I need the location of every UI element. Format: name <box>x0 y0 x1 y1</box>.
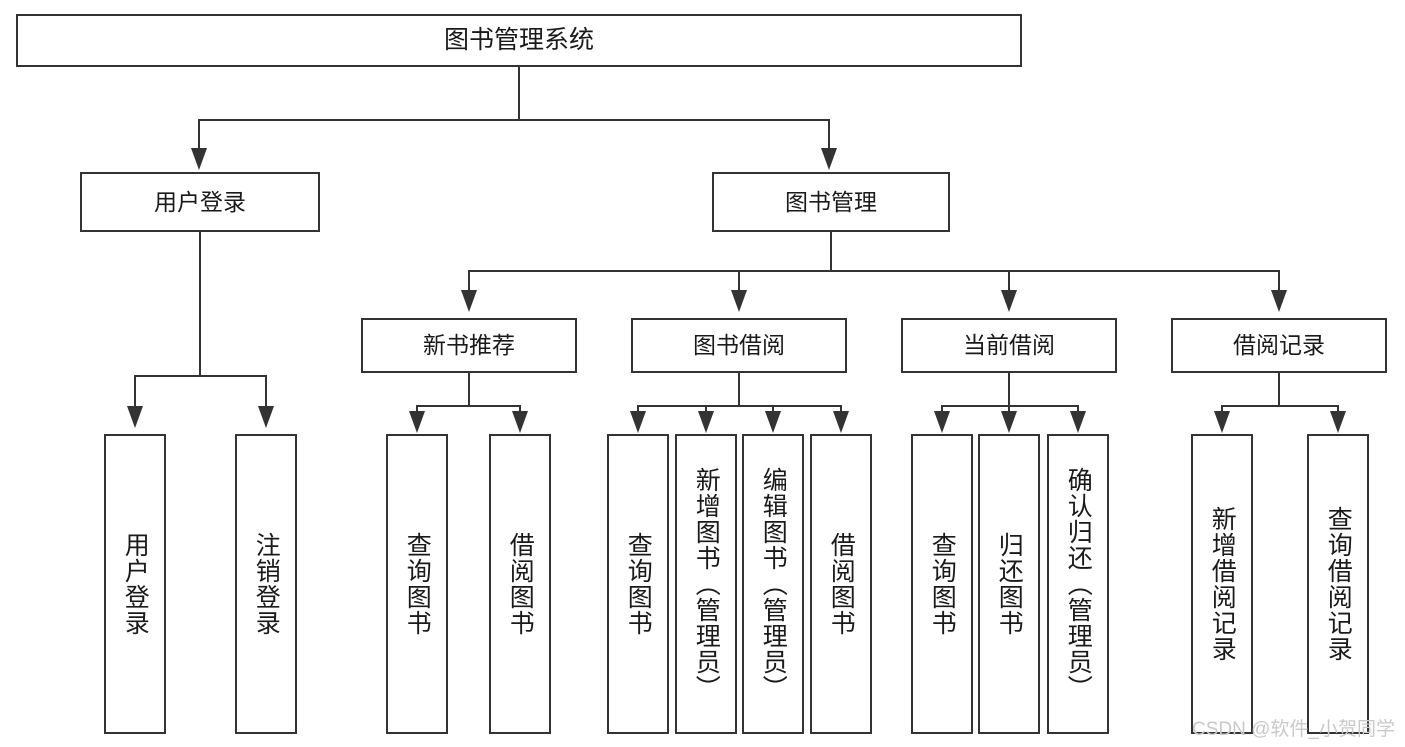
node-book-management[interactable]: 图书管理 <box>712 172 950 232</box>
edge-current-borrow-rail <box>941 405 1079 407</box>
leaf-borrow-records-query[interactable]: 查询借阅记录 <box>1307 434 1369 734</box>
arrowhead-to-book-borrow <box>731 290 747 312</box>
node-label: 图书管理系统 <box>443 26 594 55</box>
edge-to-new-book <box>468 270 470 292</box>
leaf-book-borrow-borrow[interactable]: 借阅图书 <box>810 434 872 734</box>
arrowhead-to-user-login <box>191 148 207 170</box>
arrowhead-borrow-records-leaf-1 <box>1214 411 1230 433</box>
node-label: 当前借阅 <box>963 332 1055 359</box>
node-label: 查询图书 <box>403 532 432 636</box>
arrowhead-current-borrow-leaf-2 <box>1001 411 1017 433</box>
arrowhead-current-borrow-leaf-1 <box>934 411 950 433</box>
arrowhead-book-borrow-leaf-3 <box>765 411 781 433</box>
edge-root-stem <box>518 67 520 120</box>
leaf-new-book-borrow[interactable]: 借阅图书 <box>489 434 551 734</box>
node-label: 借阅图书 <box>827 532 856 636</box>
node-label: 归还图书 <box>995 532 1024 636</box>
leaf-book-borrow-edit[interactable]: 编辑图书（管理员） <box>742 434 804 734</box>
leaf-current-borrow-return[interactable]: 归还图书 <box>978 434 1040 734</box>
edge-to-user-login <box>198 119 200 151</box>
edge-user-login-stem <box>199 232 201 376</box>
arrowhead-book-borrow-leaf-4 <box>833 411 849 433</box>
leaf-book-borrow-add[interactable]: 新增图书（管理员） <box>675 434 737 734</box>
node-label: 查询图书 <box>928 532 957 636</box>
node-label: 图书管理 <box>785 188 877 215</box>
node-label: 注销登录 <box>252 532 281 636</box>
edge-book-borrow-stem <box>738 373 740 406</box>
node-label: 图书借阅 <box>693 332 785 359</box>
node-label: 查询图书 <box>624 532 653 636</box>
edge-new-book-stem <box>468 373 470 406</box>
node-new-book-recommend[interactable]: 新书推荐 <box>361 318 577 373</box>
arrowhead-to-current-borrow <box>1001 290 1017 312</box>
edge-borrow-records-stem <box>1278 373 1280 406</box>
node-user-login[interactable]: 用户登录 <box>80 172 320 232</box>
edge-book-borrow-rail <box>637 405 842 407</box>
edge-to-book-mgmt <box>828 119 830 151</box>
edge-current-borrow-stem <box>1008 373 1010 406</box>
leaf-current-borrow-query[interactable]: 查询图书 <box>911 434 973 734</box>
edge-level2-rail <box>468 270 1280 272</box>
leaf-user-login-login[interactable]: 用户登录 <box>104 434 166 734</box>
leaf-current-borrow-confirm[interactable]: 确认归还（管理员） <box>1047 434 1109 734</box>
edge-user-login-drop-2 <box>265 375 267 409</box>
edge-to-book-borrow <box>738 270 740 292</box>
node-borrow-records[interactable]: 借阅记录 <box>1171 318 1387 373</box>
leaf-new-book-query[interactable]: 查询图书 <box>386 434 448 734</box>
node-label: 编辑图书（管理员） <box>759 467 788 701</box>
node-label: 新增借阅记录 <box>1208 506 1237 662</box>
edge-level1-rail <box>198 119 830 121</box>
node-label: 借阅图书 <box>506 532 535 636</box>
edge-to-current-borrow <box>1008 270 1010 292</box>
edge-to-borrow-records <box>1278 270 1280 292</box>
arrowhead-to-book-mgmt <box>821 148 837 170</box>
arrowhead-book-borrow-leaf-2 <box>698 411 714 433</box>
edge-user-login-rail <box>134 375 266 377</box>
leaf-book-borrow-query[interactable]: 查询图书 <box>607 434 669 734</box>
node-root-system[interactable]: 图书管理系统 <box>16 14 1022 67</box>
node-label: 确认归还（管理员） <box>1064 467 1093 701</box>
arrowhead-user-login-leaf-2 <box>258 406 274 428</box>
arrowhead-current-borrow-leaf-3 <box>1070 411 1086 433</box>
leaf-user-login-logout[interactable]: 注销登录 <box>235 434 297 734</box>
arrowhead-new-book-leaf-2 <box>512 411 528 433</box>
edge-book-mgmt-stem <box>830 232 832 271</box>
arrowhead-book-borrow-leaf-1 <box>630 411 646 433</box>
node-current-borrow[interactable]: 当前借阅 <box>901 318 1117 373</box>
edge-user-login-drop-1 <box>134 375 136 409</box>
node-label: 查询借阅记录 <box>1324 506 1353 662</box>
arrowhead-user-login-leaf-1 <box>127 406 143 428</box>
watermark-text: CSDN @软件_小贺同学 <box>1192 719 1395 740</box>
arrowhead-new-book-leaf-1 <box>409 411 425 433</box>
leaf-borrow-records-add[interactable]: 新增借阅记录 <box>1191 434 1253 734</box>
edge-new-book-rail <box>416 405 521 407</box>
node-label: 用户登录 <box>154 188 246 215</box>
arrowhead-to-borrow-records <box>1271 290 1287 312</box>
edge-borrow-records-rail <box>1221 405 1339 407</box>
node-label: 新增图书（管理员） <box>692 467 721 701</box>
arrowhead-to-new-book <box>461 290 477 312</box>
node-label: 新书推荐 <box>423 332 515 359</box>
node-label: 借阅记录 <box>1233 332 1325 359</box>
arrowhead-borrow-records-leaf-2 <box>1330 411 1346 433</box>
node-label: 用户登录 <box>121 532 150 636</box>
node-book-borrow[interactable]: 图书借阅 <box>631 318 847 373</box>
